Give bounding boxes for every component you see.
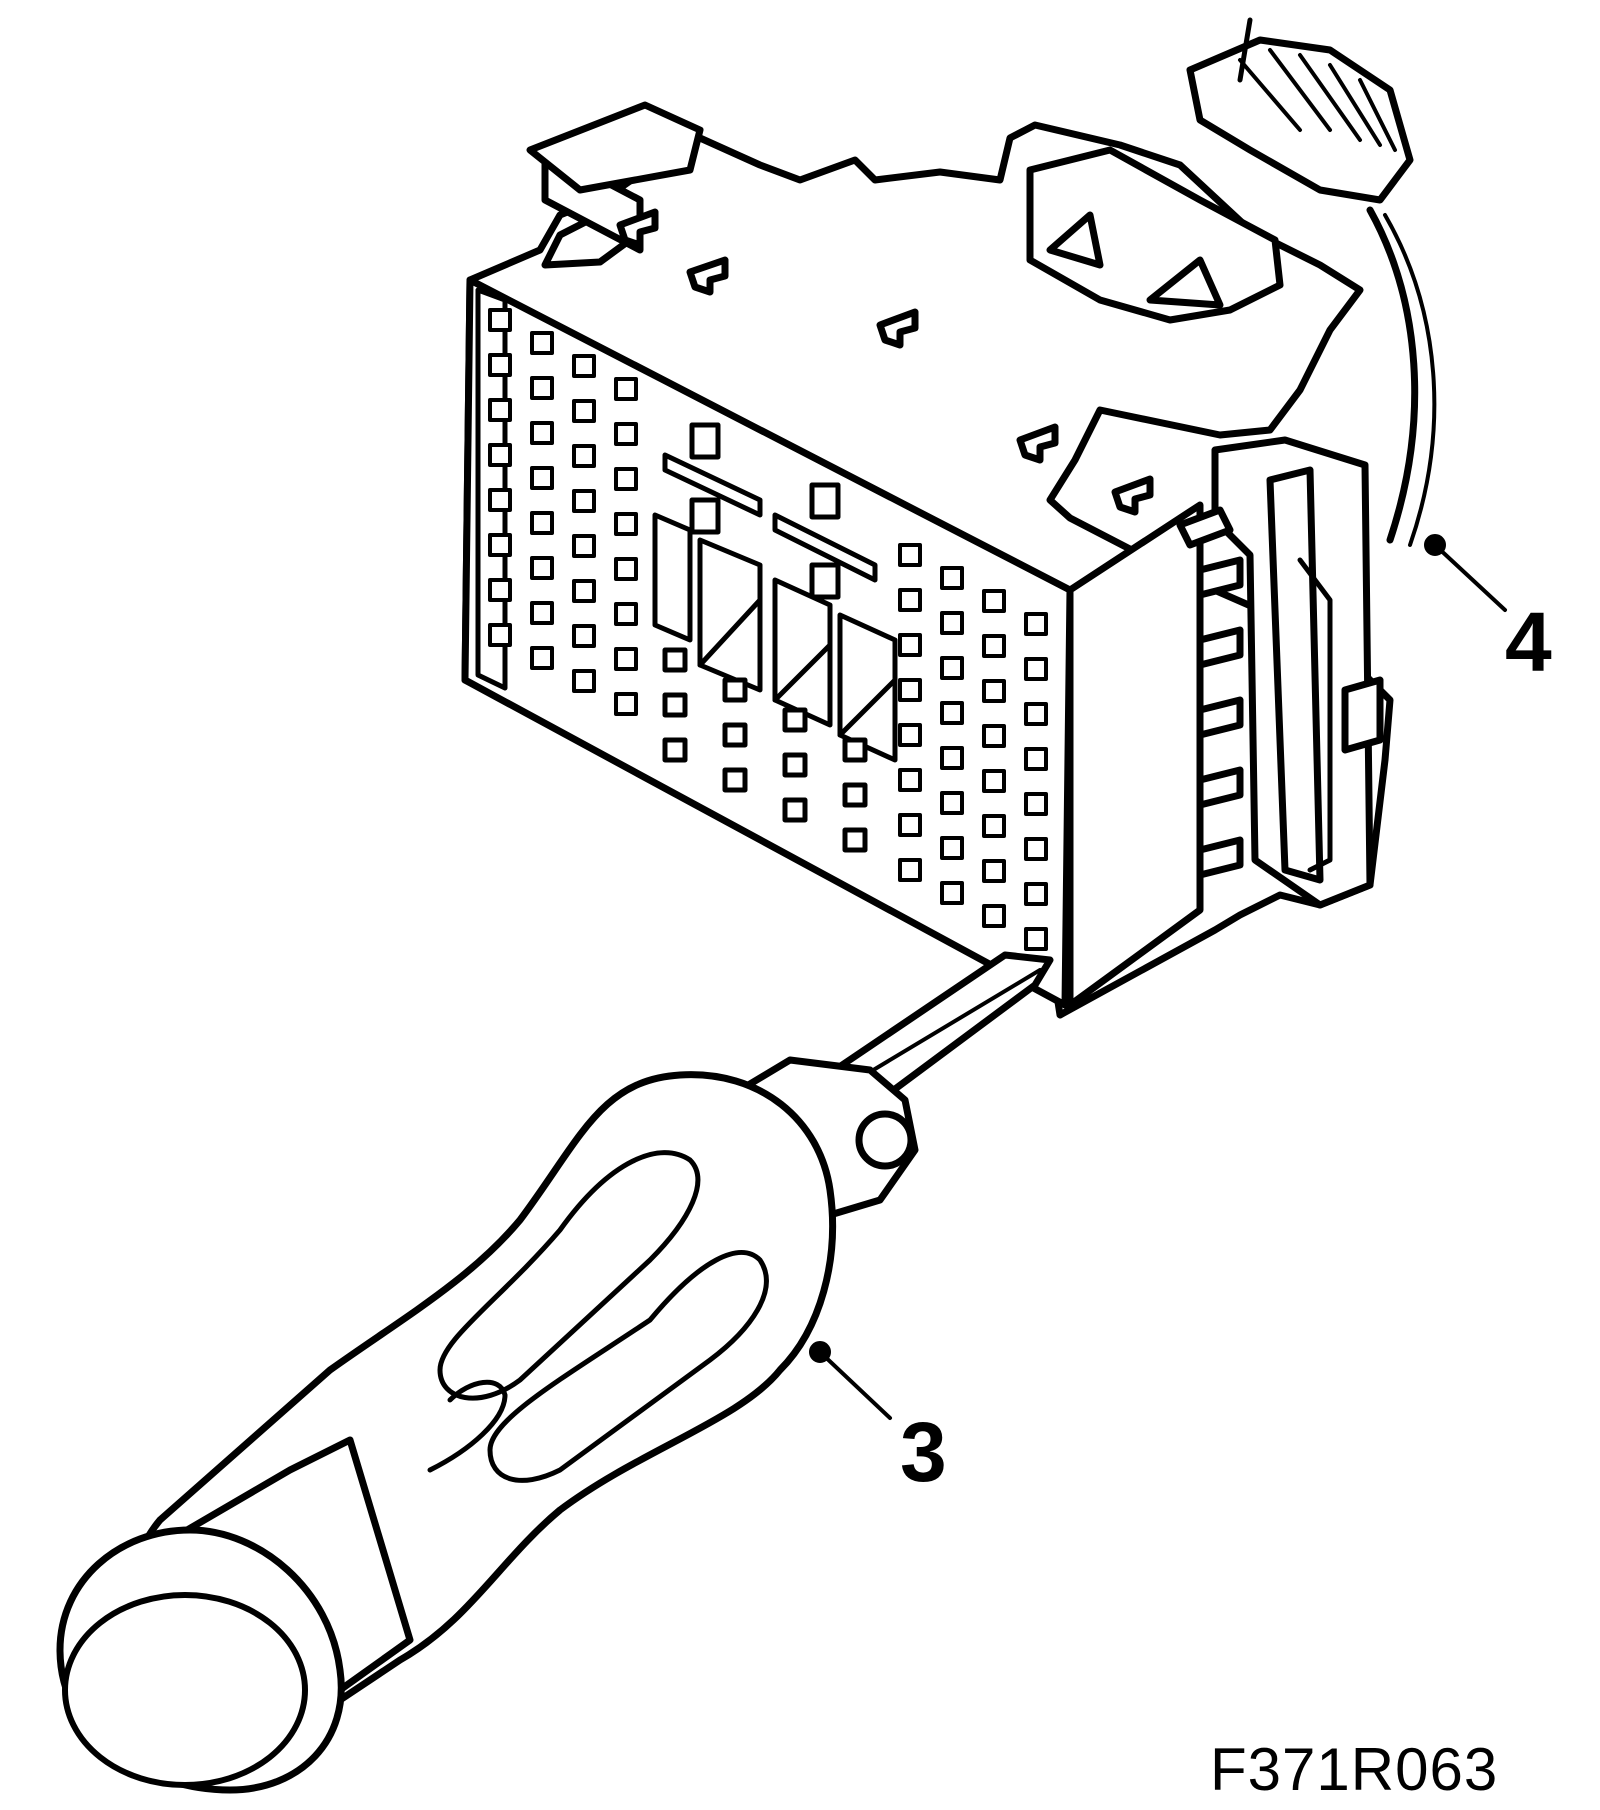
connector-pin-grid-left bbox=[475, 287, 638, 716]
figure-code: F371R063 bbox=[1210, 1736, 1499, 1803]
callout-leaders bbox=[809, 534, 1507, 1420]
connector-pin-grid-right bbox=[898, 543, 1048, 951]
connector-center-section bbox=[652, 422, 898, 853]
screwdriver bbox=[56, 951, 1054, 1794]
connector-housing bbox=[461, 17, 1437, 1019]
callout-label-4: 4 bbox=[1505, 595, 1552, 689]
callout-label-3: 3 bbox=[900, 1405, 947, 1499]
